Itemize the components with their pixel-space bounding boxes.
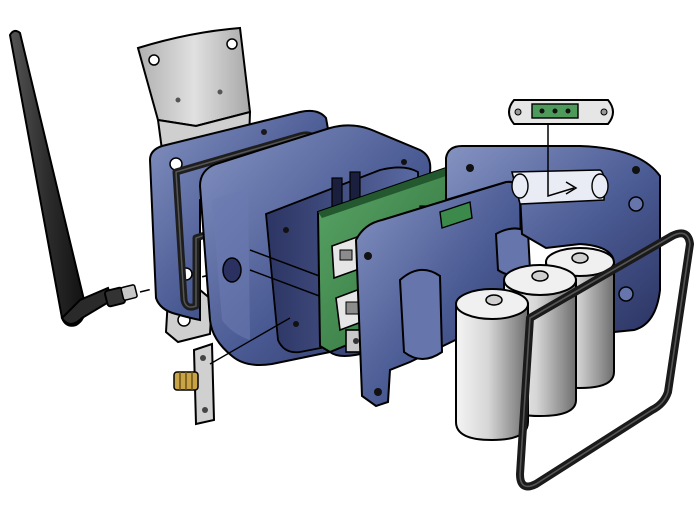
antenna-connector <box>173 317 291 426</box>
antenna <box>8 29 138 327</box>
rear-gasket <box>516 229 694 491</box>
battery-front <box>455 288 529 442</box>
connector-module <box>508 99 614 125</box>
rear-housing <box>445 120 661 334</box>
